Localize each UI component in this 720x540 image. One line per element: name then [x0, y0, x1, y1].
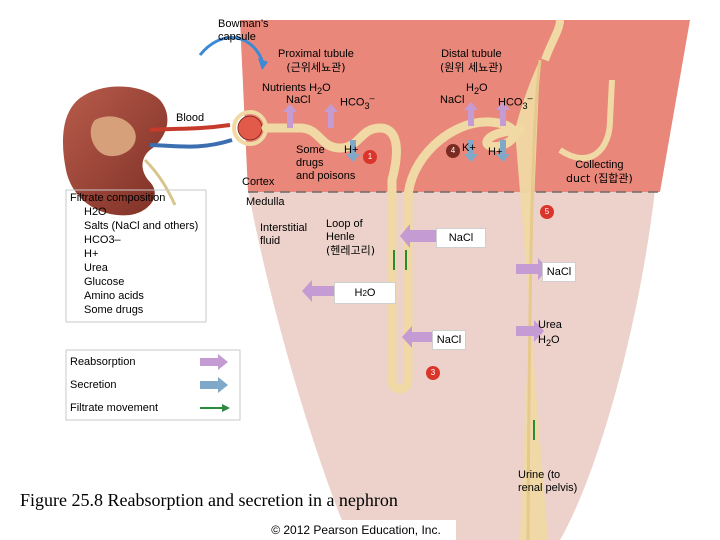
step-badge-3: 3 — [426, 366, 440, 380]
nutrients-h2o-label: Nutrients H2O — [262, 82, 331, 97]
step-badge-1: 1 — [363, 150, 377, 164]
legend-filtrate-movement: Filtrate movement — [70, 402, 159, 414]
filtrate-item: HCO3– — [84, 234, 121, 246]
figure-caption: Figure 25.8 Reabsorption and secretion i… — [20, 490, 398, 510]
distal-h2o-label: H2O — [466, 82, 488, 97]
filtrate-title: Filtrate composition — [70, 192, 166, 204]
filtrate-item: Salts (NaCl and others) — [84, 220, 199, 232]
glomerulus — [237, 115, 263, 141]
k-plus-label: K+ — [462, 142, 476, 154]
medulla-label: Medulla — [246, 196, 285, 208]
filtrate-composition-panel: Filtrate composition H2O Salts (NaCl and… — [70, 192, 204, 317]
proximal-hco3-label: HCO3– — [340, 93, 375, 111]
distal-tubule — [403, 117, 525, 205]
bowmans-pointer — [198, 36, 264, 61]
filtrate-item: H+ — [84, 248, 99, 260]
filtrate-item: H2O — [84, 206, 107, 218]
proximal-nacl-label: NaCl — [286, 94, 311, 106]
distal-hco3-label: HCO3– — [498, 93, 533, 111]
collecting-nacl-box: NaCl — [542, 262, 576, 282]
step-badge-5: 5 — [540, 205, 554, 219]
legend-arrows — [200, 354, 230, 412]
filtrate-item: Amino acids — [84, 290, 144, 302]
step-badge-4: 4 — [446, 144, 460, 158]
loop-nacl-box: NaCl — [436, 228, 486, 248]
proximal-h-plus-label: H+ — [344, 144, 359, 156]
copyright-notice: © 2012 Pearson Education, Inc. — [256, 520, 456, 540]
kidney-illustration — [62, 86, 233, 216]
distal-tubule-label: Distal tubule(원위 세뇨관) — [440, 48, 503, 74]
urea-label: Urea — [538, 319, 562, 331]
filtrate-item: Glucose — [84, 276, 125, 288]
filtrate-list: H2O Salts (NaCl and others) HCO3– H+ Ure… — [84, 205, 204, 317]
distal-nacl-label: NaCl — [440, 94, 465, 106]
proximal-tubule — [261, 123, 413, 394]
filtrate-item: Some drugs — [84, 304, 144, 316]
legend-secretion: Secretion — [70, 379, 117, 391]
cortex-label: Cortex — [242, 176, 275, 188]
distal-h-plus-label: H+ — [488, 146, 503, 158]
blood-label: Blood — [176, 112, 205, 124]
filtrate-item: Urea — [84, 262, 108, 274]
legend-reabsorption: Reabsorption — [70, 356, 136, 368]
collecting-duct-shape — [515, 60, 548, 540]
proximal-tubule-label: Proximal tubule(근위세뇨관) — [278, 48, 354, 74]
urea-h2o-label: H2O — [538, 334, 560, 349]
ascending-nacl-box: NaCl — [432, 330, 466, 350]
